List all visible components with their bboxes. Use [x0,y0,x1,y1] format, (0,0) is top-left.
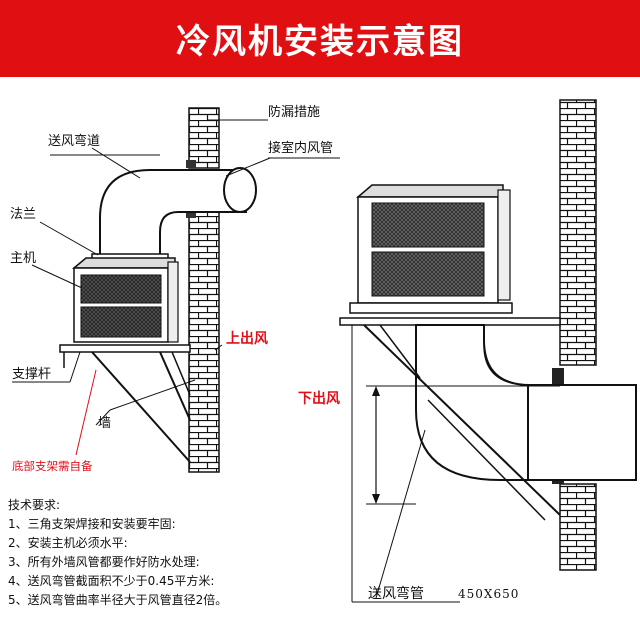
label-support: 支撑杆 [12,367,51,382]
label-elbow: 送风弯道 [48,133,100,149]
label-flange: 法兰 [10,207,36,222]
left-install-view: 送风弯道 防漏措施 接室内风管 法兰 主机 上出风 支撑杆 墙 底部支架需自备 [10,104,340,473]
note-item-4: 4、送风弯管截面积不少于0.45平方米: [8,574,215,588]
left-duct-end [223,167,257,213]
label-leak-proof: 防漏措施 [268,104,320,120]
note-item-2: 2、安装主机必须水平: [8,536,128,550]
label-main-unit: 主机 [10,251,36,266]
notes-title: 技术要求: [8,498,61,512]
left-brick-wall-upper [188,107,220,169]
right-brick-wall-upper [559,99,597,366]
right-brick-wall-lower [559,483,597,571]
technical-notes: 技术要求: 1、三角支架焊接和安装要牢固: 2、安装主机必须水平: 3、所有外墙… [8,496,338,610]
label-indoor-duct: 接室内风管 [268,140,333,156]
banner-title: 冷风机安装示意图 [176,22,464,62]
left-main-unit [71,257,179,343]
label-top-outlet: 上出风 [226,330,268,347]
left-brick-wall-lower [188,211,220,473]
right-support-platform [339,317,561,326]
right-main-unit [349,184,513,314]
note-item-3: 3、所有外墙风管都要作好防水处理: [8,555,200,569]
label-bottom-note: 底部支架需自备 [12,459,93,473]
label-size: 450X650 [458,587,519,601]
note-item-5: 5、送风弯管曲率半径大于风管直径2倍。 [8,593,228,607]
title-banner: 冷风机安装示意图 [0,0,640,77]
note-item-1: 1、三角支架焊接和安装要牢固: [8,517,176,531]
label-elbow-pipe: 送风弯管 [368,585,424,602]
left-support-platform [59,344,191,353]
label-bottom-outlet: 下出风 [298,390,340,407]
label-wall: 墙 [98,416,111,431]
right-install-view: 下出风 送风弯管 450X650 [298,99,637,603]
